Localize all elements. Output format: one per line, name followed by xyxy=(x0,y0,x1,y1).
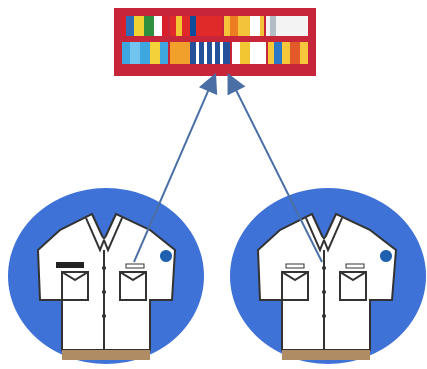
belt-icon xyxy=(282,350,370,360)
shoulder-patch-icon xyxy=(380,250,392,262)
medal-ribbon-bar-icon xyxy=(114,8,316,76)
left-shirt-illustration xyxy=(8,188,204,364)
right-shirt-illustration xyxy=(230,188,426,364)
belt-icon xyxy=(62,350,150,360)
ribbon-position-icon xyxy=(126,264,144,268)
ribbon-position-icon xyxy=(346,264,364,268)
ribbon-row-bottom xyxy=(122,42,308,64)
ribbon-position-icon xyxy=(286,264,304,268)
shoulder-patch-icon xyxy=(160,250,172,262)
name-tag-icon xyxy=(56,262,84,268)
ribbon-row-top xyxy=(122,16,308,36)
